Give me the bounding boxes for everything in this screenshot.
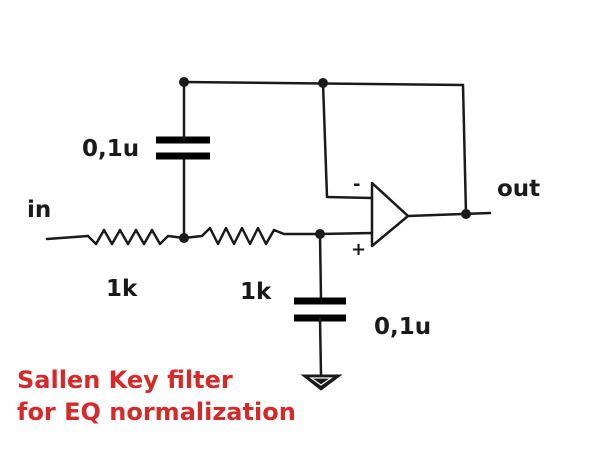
ground-symbol [300, 374, 343, 391]
r1-value-label: 1k [106, 276, 138, 302]
diagram-caption: Sallen Key filter for EQ normalization [17, 364, 296, 428]
node-output [461, 209, 471, 219]
output-label: out [497, 176, 541, 202]
opamp-plus-sign: + [351, 239, 367, 260]
caption-line-1: Sallen Key filter [17, 366, 233, 394]
op-amp [370, 181, 410, 248]
node-r2-c2 [315, 229, 325, 239]
input-wire [45, 234, 90, 241]
output-wire [406, 211, 492, 218]
noninverting-input-wire [318, 231, 374, 236]
input-label: in [27, 197, 52, 223]
c2-value-label: 0,1u [374, 314, 432, 340]
c2-upper-lead [318, 232, 323, 302]
c2-lower-lead [318, 316, 323, 377]
inverting-feedback-wire [321, 81, 374, 200]
resistor-r1 [86, 228, 186, 246]
output-feedback-wire [461, 83, 468, 216]
c1-value-label: 0,1u [82, 136, 140, 162]
r2-value-label: 1k [240, 279, 272, 305]
node-top-middle [318, 78, 328, 88]
opamp-minus-sign: - [353, 174, 361, 195]
resistor-r2 [182, 226, 322, 246]
caption-line-2: for EQ normalization [17, 398, 296, 426]
node-r1-r2 [179, 233, 189, 243]
node-top-left [179, 77, 189, 87]
ground-symbol-inner [309, 377, 333, 386]
